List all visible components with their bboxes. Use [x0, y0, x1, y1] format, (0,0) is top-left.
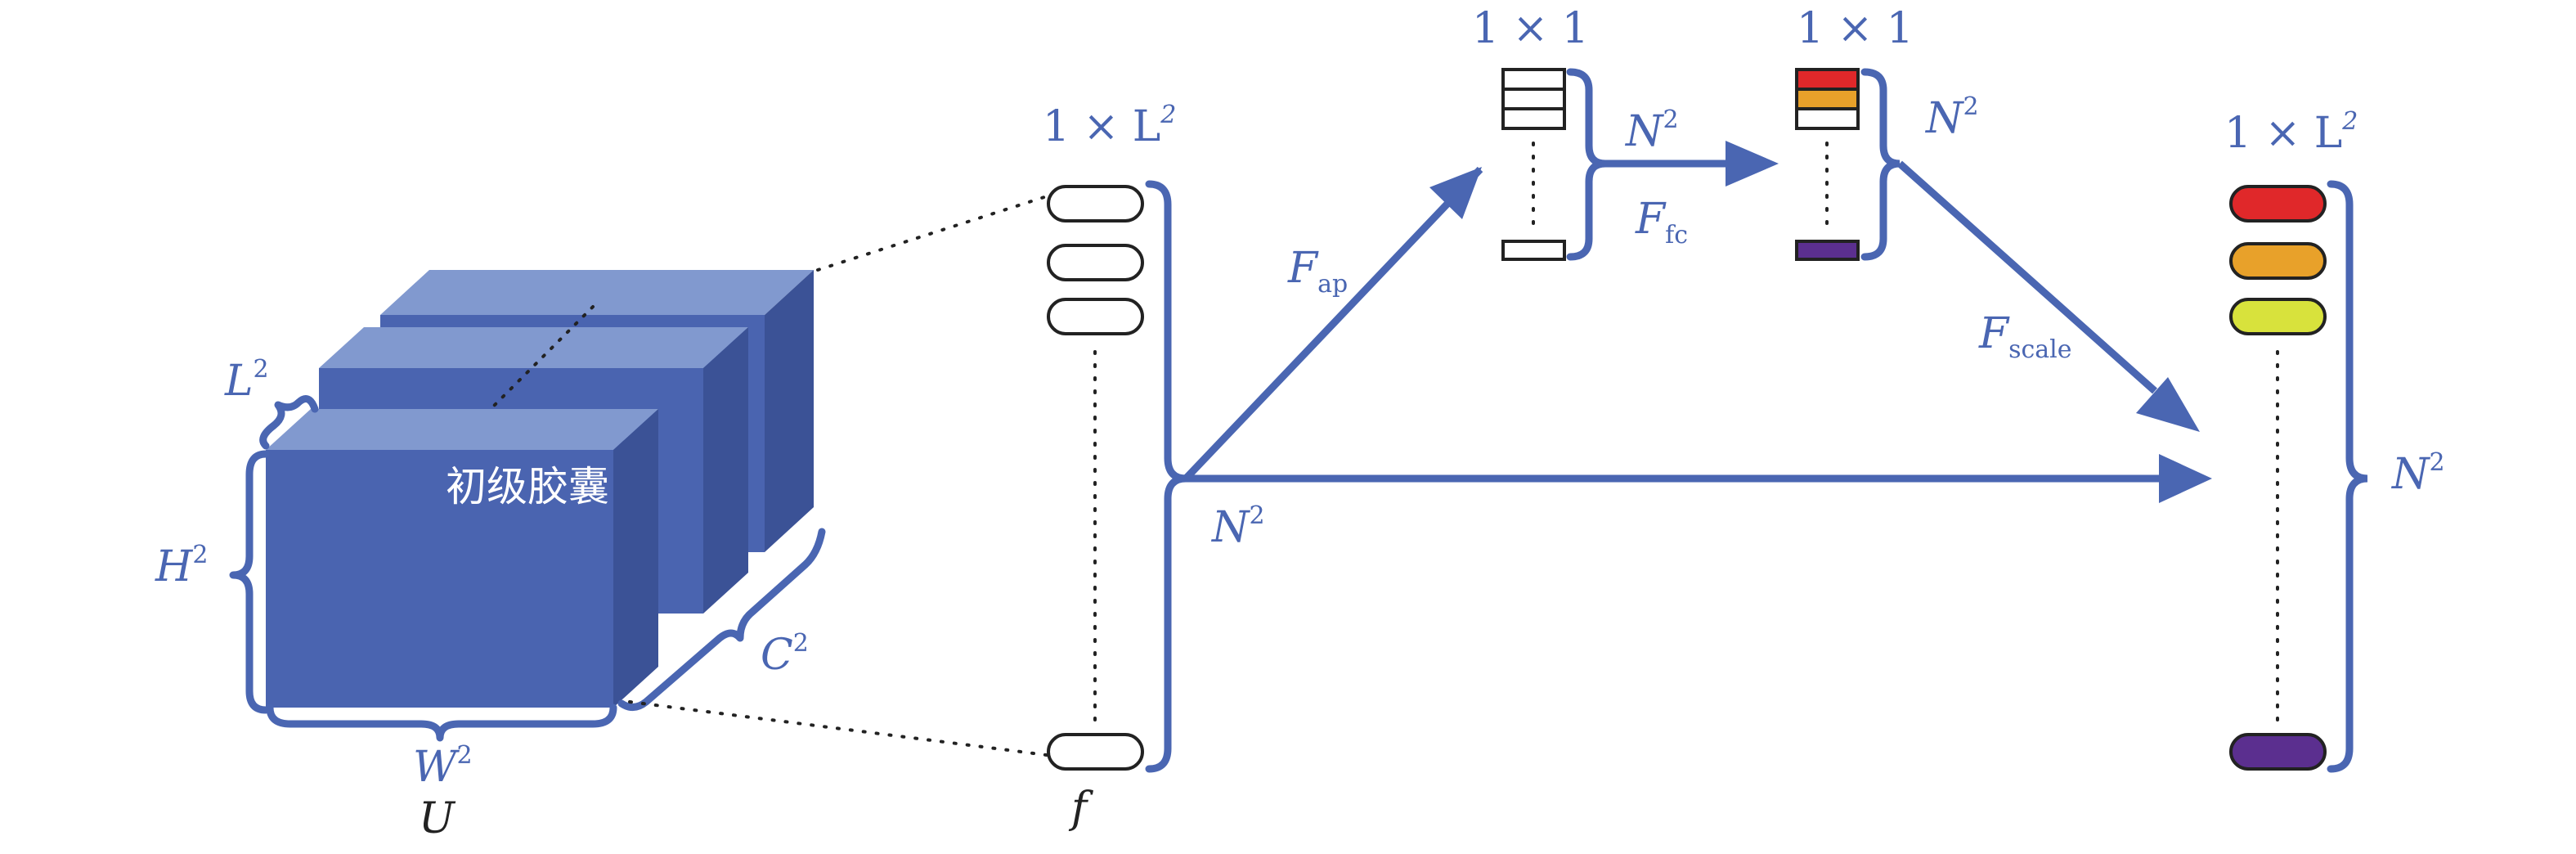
- label-f-scale: Fscale: [1978, 309, 2072, 364]
- weight-orange: [1795, 88, 1860, 110]
- label-l2: L2: [224, 355, 269, 406]
- cube-label: 初级胶囊: [446, 463, 609, 510]
- label-f-ap: Fap: [1287, 244, 1348, 299]
- label-c2: C2: [761, 629, 809, 680]
- vector-f-cell: [1047, 244, 1144, 281]
- arrow-to-ap: [1183, 166, 1483, 482]
- brace-c2: [617, 528, 826, 711]
- arrow-to-ap-head: [1429, 167, 1482, 219]
- dim-label-output: 1 × L2: [2224, 107, 2358, 158]
- pooled-block: [1501, 68, 1566, 130]
- projection-dots-bottom: [628, 700, 1048, 757]
- weight-red: [1795, 68, 1860, 91]
- cube-front: [266, 409, 658, 708]
- label-n2-excitation: N2: [1924, 92, 1979, 143]
- label-f-fc: Ffc: [1635, 195, 1688, 249]
- weight-purple: [1795, 240, 1860, 261]
- output-cell-yellow: [2229, 298, 2327, 335]
- label-w2: W2: [413, 741, 473, 792]
- vector-output: 1 × L2 N2: [2224, 107, 2445, 773]
- arrow-scale: [1897, 160, 2157, 394]
- brace-f: [1145, 180, 1187, 773]
- label-n2-fc: N2: [1624, 106, 1679, 156]
- brace-h2: [229, 450, 270, 714]
- label-f: f: [1068, 784, 1093, 833]
- vector-f-cell: [1047, 733, 1144, 771]
- label-n2-f: N2: [1210, 501, 1265, 552]
- dim-label-f: 1 × L2: [1043, 101, 1176, 151]
- arrow-scale-head: [2136, 377, 2200, 432]
- pooled-cell: [1501, 240, 1566, 261]
- label-u: U: [419, 794, 456, 843]
- output-cell-orange: [2229, 242, 2327, 280]
- vector-f: 1 × L2 f: [1043, 101, 1187, 833]
- label-n2-output: N2: [2390, 448, 2445, 499]
- cube-depth-dots: [489, 305, 595, 411]
- vector-excitation: 1 × 1: [1795, 4, 1914, 261]
- brace-excitation: [1860, 68, 1901, 261]
- weight-white: [1795, 107, 1860, 130]
- brace-output: [2327, 180, 2368, 773]
- output-cell-red: [2229, 185, 2327, 222]
- projection-dots-top: [816, 195, 1048, 272]
- label-h2: H2: [155, 541, 208, 591]
- cube-braces: [229, 395, 826, 742]
- dim-label-pooled: 1 × 1: [1472, 4, 1589, 53]
- brace-w2: [266, 703, 617, 742]
- arrow-skip-head: [2159, 454, 2212, 503]
- output-cell-purple: [2229, 733, 2327, 771]
- cube-stack: 初级胶囊: [266, 270, 814, 708]
- brace-pooled: [1566, 68, 1606, 261]
- brace-l2: [259, 395, 319, 450]
- arrow-fc-head: [1726, 141, 1779, 187]
- vector-f-cell: [1047, 185, 1144, 222]
- vector-f-cell: [1047, 298, 1144, 335]
- dim-label-excitation: 1 × 1: [1797, 4, 1914, 53]
- vector-pooled: 1 × 1: [1472, 4, 1606, 261]
